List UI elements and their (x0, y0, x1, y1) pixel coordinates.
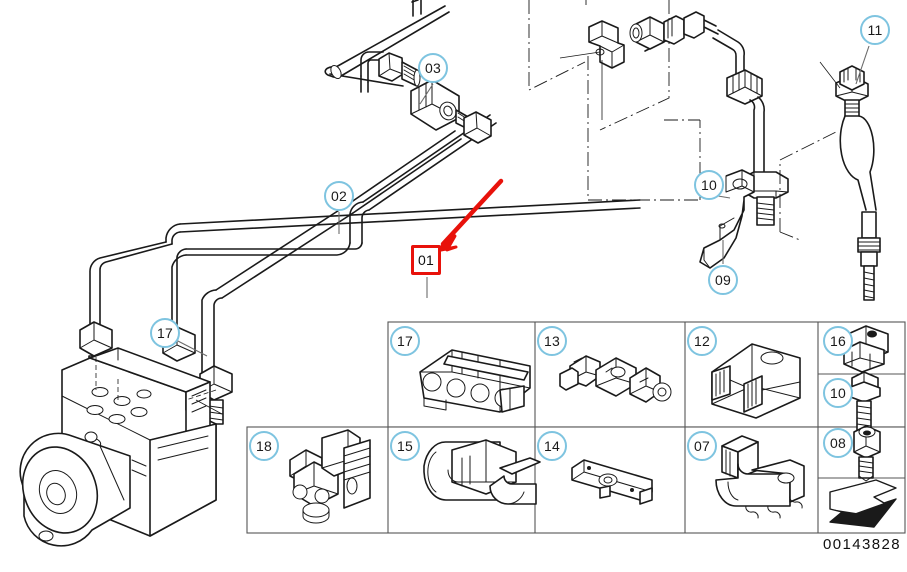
part-14-illustration (571, 459, 653, 505)
callout-09[interactable]: 09 (708, 265, 738, 295)
brake-hose-11 (779, 61, 881, 301)
abs-hydraulic-unit (19, 321, 233, 547)
highlight-arrow (434, 178, 504, 253)
grid-callout-10[interactable]: 10 (823, 378, 853, 408)
diagram-id-label: 00143828 (823, 536, 901, 553)
bracket-09 (699, 169, 755, 269)
grid-callout-12[interactable]: 12 (687, 326, 717, 356)
grid-callout-08[interactable]: 08 (823, 428, 853, 458)
direction-of-travel-icon (829, 479, 897, 528)
bracket-upper-center (559, 20, 625, 120)
coupling-fitting-03 (378, 52, 492, 144)
callout-10-main[interactable]: 10 (694, 170, 724, 200)
part-07-illustration (715, 435, 805, 519)
grid-callout-15[interactable]: 15 (390, 431, 420, 461)
brake-line-02 (89, 51, 641, 375)
part-18-illustration (289, 429, 371, 524)
callout-leaders (175, 45, 870, 357)
brake-line-to-hose (712, 29, 789, 226)
callout-03[interactable]: 03 (418, 53, 448, 83)
grid-callout-07[interactable]: 07 (687, 431, 717, 461)
callout-01-highlighted[interactable]: 01 (411, 245, 441, 275)
tube-end-upper (324, 0, 450, 87)
grid-callout-14[interactable]: 14 (537, 431, 567, 461)
part-08-illustration (853, 425, 881, 482)
part-13-illustration (559, 355, 672, 403)
grid-callout-13[interactable]: 13 (537, 326, 567, 356)
part-15-illustration (423, 439, 541, 505)
callout-02[interactable]: 02 (324, 181, 354, 211)
part-16-illustration (843, 325, 889, 373)
part-12-illustration (711, 343, 801, 419)
tube-end-vertical-left (412, 0, 422, 17)
callout-17-main[interactable]: 17 (150, 318, 180, 348)
grid-callout-17[interactable]: 17 (390, 326, 420, 356)
grid-callout-18[interactable]: 18 (249, 431, 279, 461)
callout-11[interactable]: 11 (860, 15, 890, 45)
part-17-illustration (419, 349, 531, 413)
connector-assembly-top-right (629, 11, 719, 52)
grid-callout-16[interactable]: 16 (823, 326, 853, 356)
